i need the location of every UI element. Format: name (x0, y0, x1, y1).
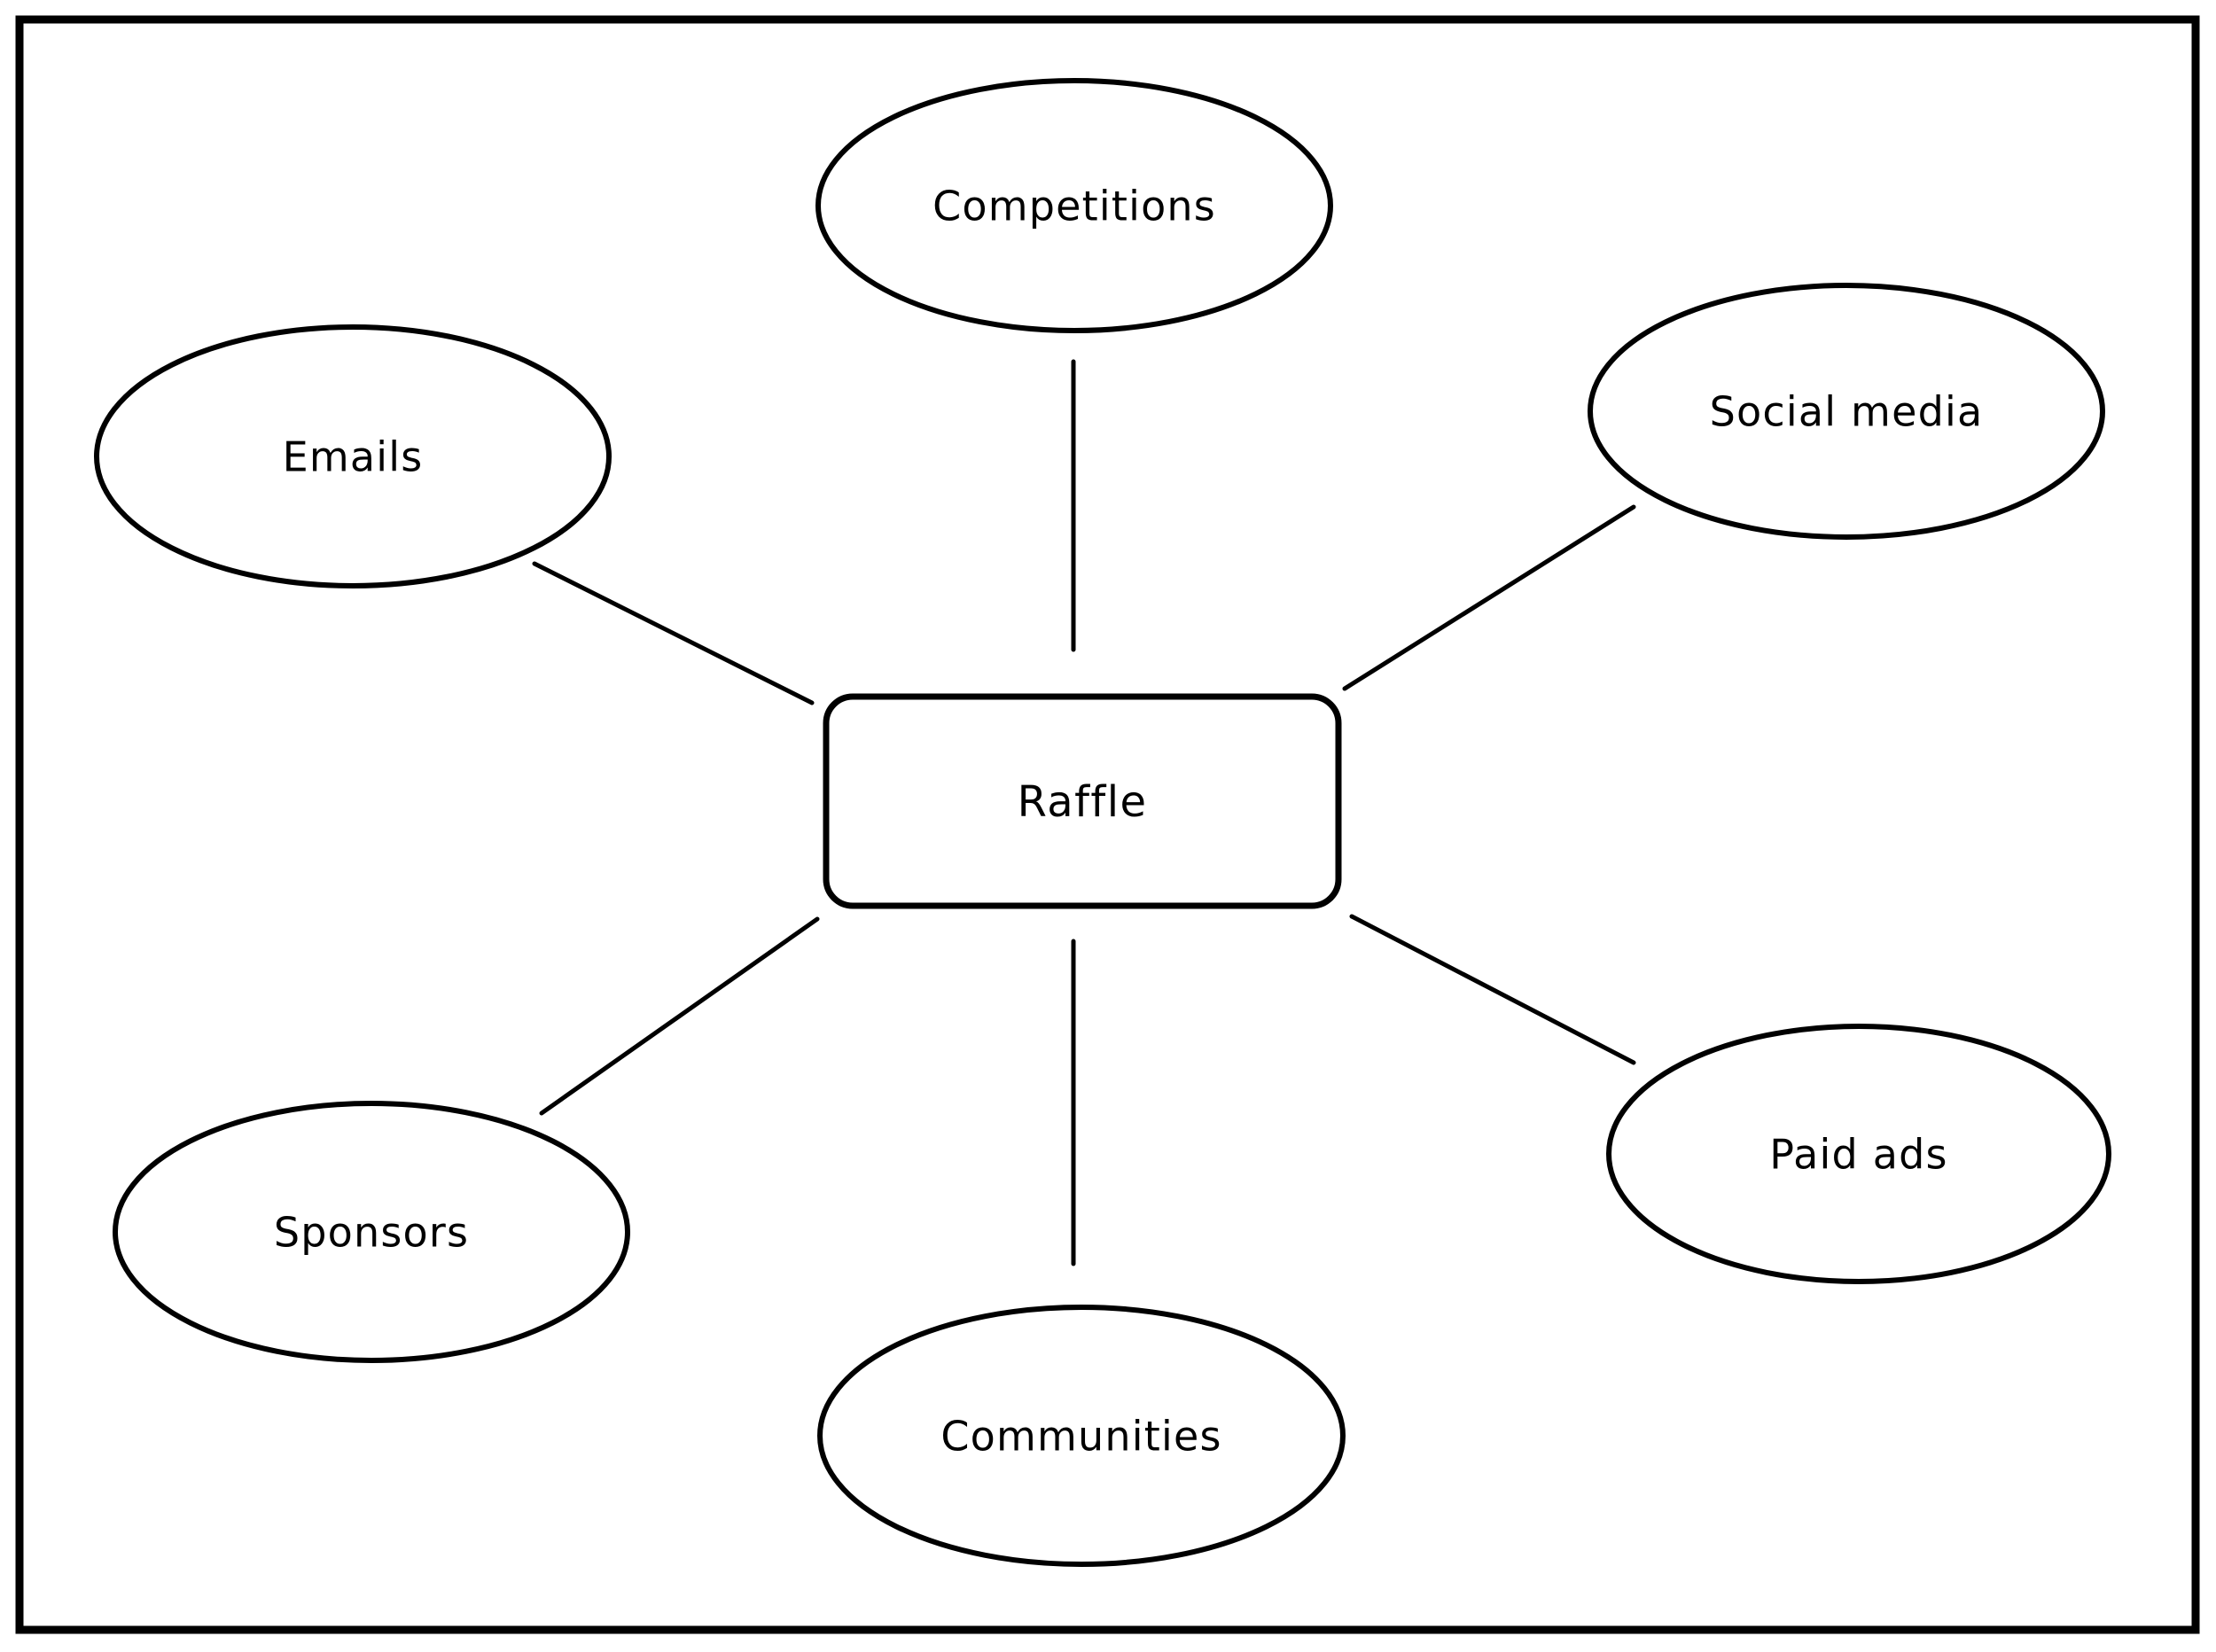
node-social-media[interactable]: Social media (1588, 283, 2105, 540)
node-emails-label: Emails (283, 433, 424, 481)
node-communities-ellipse[interactable] (817, 1305, 1346, 1567)
node-communities[interactable]: Communities (817, 1305, 1346, 1567)
edge-raffle-sponsors (539, 916, 820, 1116)
node-paid-ads-label: Paid ads (1769, 1131, 1947, 1179)
edge-raffle-paid-ads (1349, 914, 1636, 1065)
edge-raffle-emails (532, 561, 815, 705)
node-raffle-central[interactable]: Raffle (823, 693, 1342, 909)
node-competitions[interactable]: Competitions (815, 78, 1333, 333)
node-paid-ads-ellipse[interactable] (1606, 1024, 2111, 1284)
node-sponsors[interactable]: Sponsors (113, 1101, 630, 1363)
node-emails-ellipse[interactable] (94, 324, 612, 588)
edge-raffle-social-media (1342, 504, 1636, 691)
node-competitions-ellipse[interactable] (815, 78, 1333, 333)
node-paid-ads[interactable]: Paid ads (1606, 1024, 2111, 1284)
node-sponsors-label: Sponsors (274, 1209, 469, 1257)
node-raffle-label: Raffle (1018, 777, 1148, 827)
node-sponsors-ellipse[interactable] (113, 1101, 630, 1363)
node-communities-label: Communities (940, 1413, 1221, 1461)
diagram-frame (15, 15, 2200, 1634)
edge-group (532, 359, 1636, 1266)
node-raffle-rect[interactable] (823, 693, 1342, 909)
node-emails[interactable]: Emails (94, 324, 612, 588)
node-social-media-label: Social media (1710, 388, 1984, 436)
node-social-media-ellipse[interactable] (1588, 283, 2105, 540)
node-competitions-label: Competitions (932, 183, 1216, 230)
